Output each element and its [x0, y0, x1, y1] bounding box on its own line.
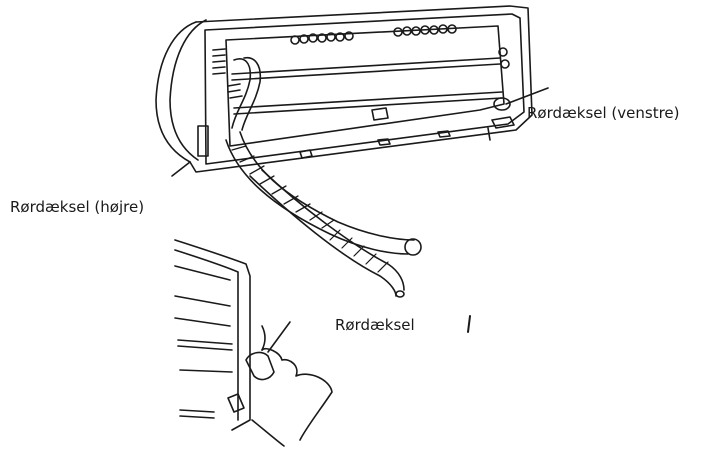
vent-slots: [212, 48, 226, 75]
top-clips-right: [393, 24, 457, 37]
pipe-bundle: [225, 131, 422, 298]
label-pipe-cover: Rørdæksel: [335, 316, 415, 334]
label-pipe-cover-left: Rørdæksel (venstre): [527, 104, 680, 122]
leader-line-right: [171, 161, 191, 177]
label-pipe-cover-right: Rørdæksel (højre): [10, 198, 145, 216]
leader-line-cover: [467, 315, 471, 333]
top-clips-left: [290, 31, 354, 45]
hand: [261, 347, 333, 441]
leader-line-left: [505, 87, 549, 105]
indoor-unit-back: [155, 5, 533, 173]
inset-detail: [174, 239, 333, 447]
